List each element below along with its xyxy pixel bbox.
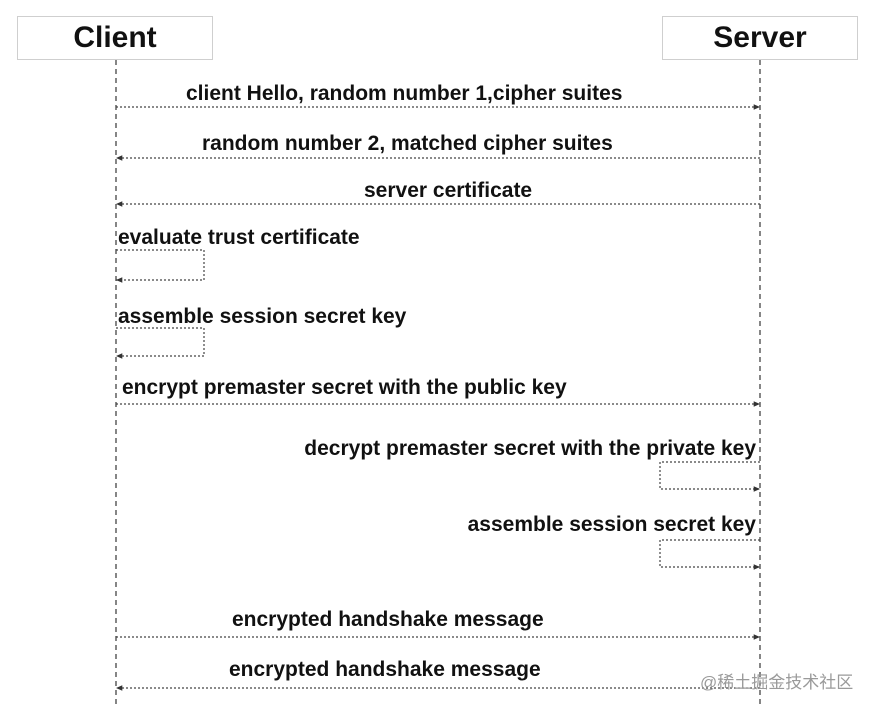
- watermark-text: @稀土掘金技术社区: [700, 673, 854, 692]
- self-message-loop: [116, 249, 205, 283]
- message-label: random number 2, matched cipher suites: [202, 132, 613, 155]
- client-participant-label: Client: [73, 21, 157, 54]
- self-message-loop: [659, 461, 760, 492]
- server-participant-label: Server: [713, 21, 807, 54]
- message-label: encrypt premaster secret with the public…: [122, 376, 567, 399]
- client-participant-box: Client: [17, 16, 213, 60]
- message-label: evaluate trust certificate: [118, 226, 360, 249]
- message-label: assemble session secret key: [118, 305, 407, 328]
- message-label: server certificate: [364, 179, 533, 202]
- self-message-loop: [659, 539, 760, 570]
- server-participant-box: Server: [662, 16, 858, 60]
- message-label: assemble session secret key: [467, 513, 756, 536]
- message-label: client Hello, random number 1,cipher sui…: [186, 82, 623, 105]
- self-message-loop: [116, 327, 205, 359]
- message-label: encrypted handshake message: [232, 608, 544, 631]
- message-label: decrypt premaster secret with the privat…: [304, 437, 756, 460]
- message-label: encrypted handshake message: [229, 658, 541, 681]
